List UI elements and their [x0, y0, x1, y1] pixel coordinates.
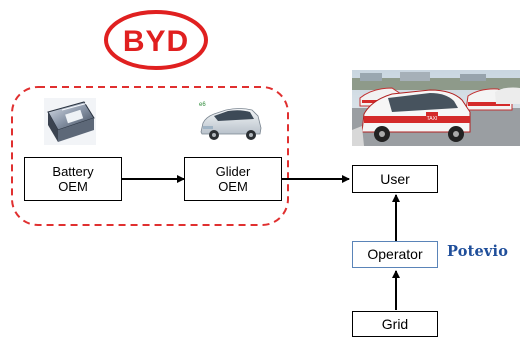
electric-car-icon: e6: [196, 97, 262, 145]
svg-text:e6: e6: [199, 102, 206, 108]
grid-label: Grid: [381, 315, 409, 332]
battery-oem-label-line1: Battery: [52, 164, 94, 179]
battery-oem-node: Battery OEM: [24, 157, 122, 201]
byd-logo: BYD: [104, 10, 208, 70]
glider-oem-label-line2: OEM: [218, 179, 248, 194]
svg-text:TAXI: TAXI: [427, 116, 438, 122]
user-label: User: [380, 170, 410, 187]
battery-icon: [44, 98, 96, 145]
taxi-fleet-icon: TAXI: [352, 70, 520, 146]
glider-oem-node: Glider OEM: [184, 157, 282, 201]
glider-oem-label-line1: Glider: [215, 164, 251, 179]
byd-scope-boundary: [11, 86, 289, 226]
battery-oem-label-line2: OEM: [58, 179, 88, 194]
operator-node: Operator: [352, 241, 438, 268]
user-node: User: [352, 165, 438, 193]
operator-label: Operator: [367, 246, 423, 262]
potevio-logo: Potevio: [447, 243, 509, 260]
byd-logo-text: BYD: [123, 25, 189, 58]
grid-node: Grid: [352, 311, 438, 337]
